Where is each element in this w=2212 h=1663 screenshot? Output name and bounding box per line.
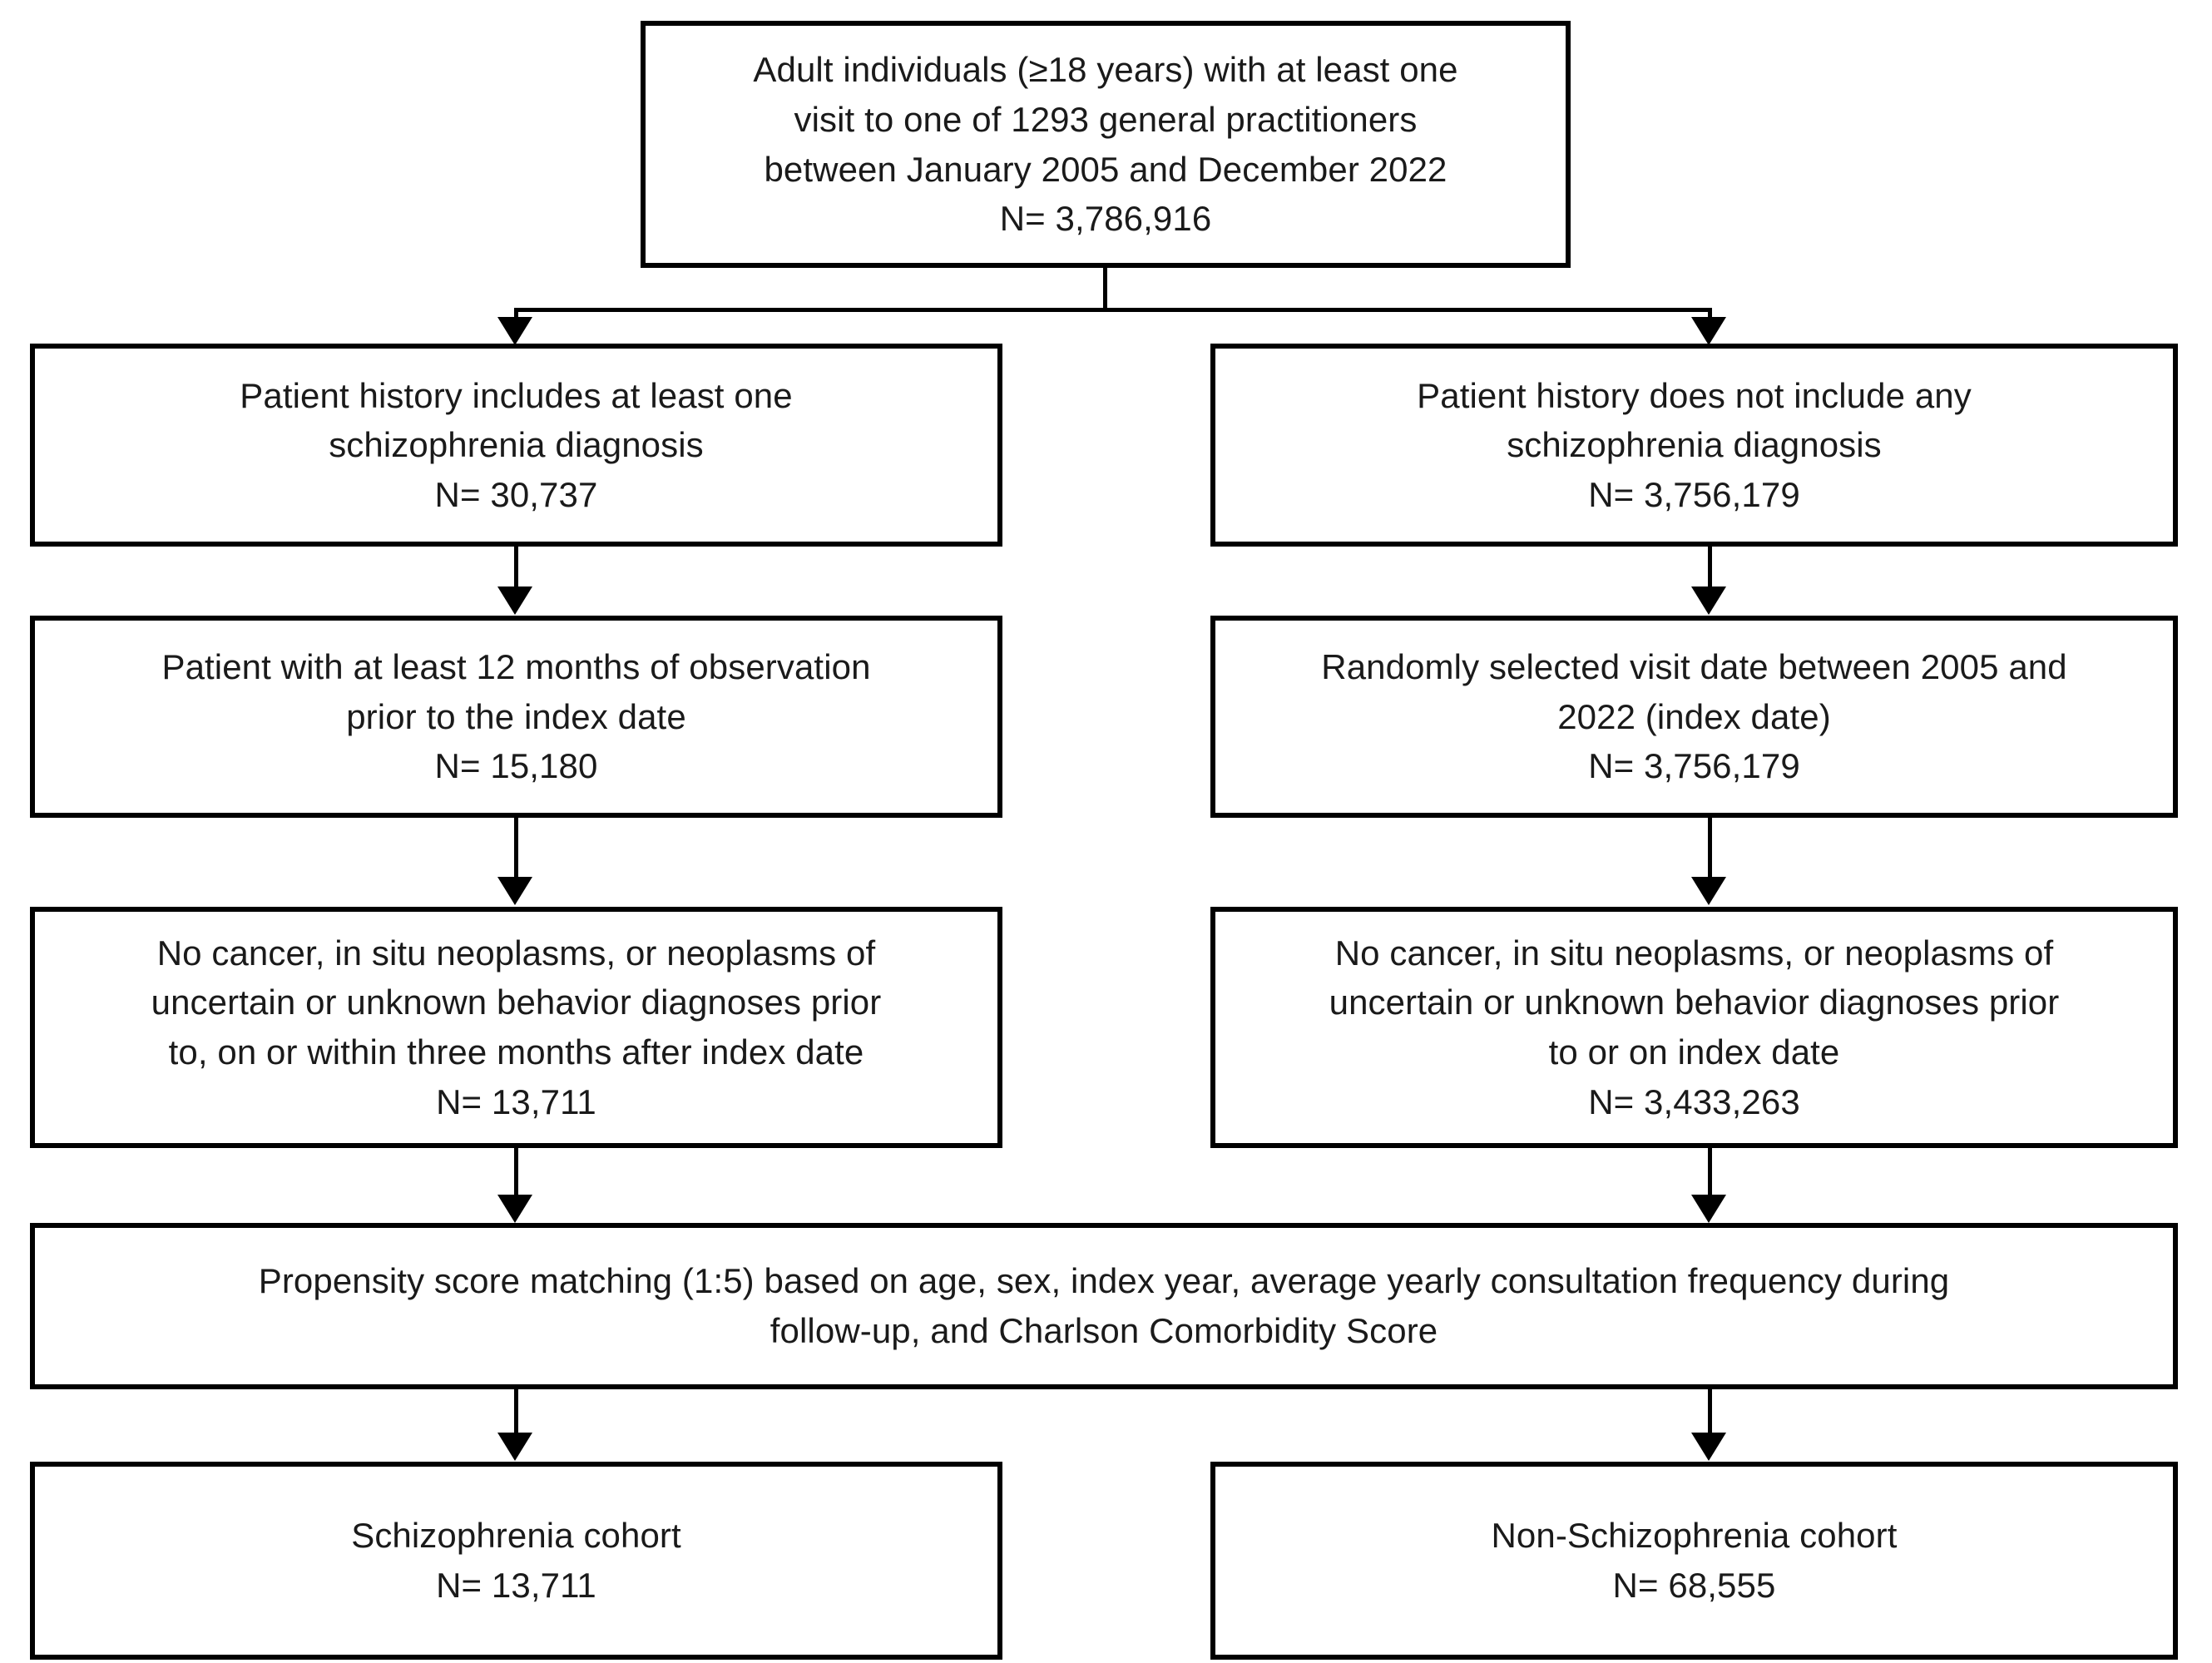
- arrowhead-left-step3: [497, 877, 532, 905]
- arrowhead-right-final: [1691, 1433, 1726, 1461]
- node-left-step3: No cancer, in situ neoplasms, or neoplas…: [30, 907, 1002, 1148]
- arrowhead-left-step2: [497, 587, 532, 615]
- node-right-step1: Patient history does not include any sch…: [1210, 344, 2178, 547]
- node-schizophrenia-cohort: Schizophrenia cohort N= 13,711: [30, 1462, 1002, 1660]
- node-source-population-text: Adult individuals (≥18 years) with at le…: [753, 50, 1458, 239]
- node-left-step2-text: Patient with at least 12 months of obser…: [161, 647, 871, 786]
- node-right-step1-text: Patient history does not include any sch…: [1417, 375, 1972, 514]
- arrowhead-to-left-step1: [497, 317, 532, 345]
- connector-matching-to-left-final: [514, 1389, 518, 1434]
- node-non-schizophrenia-cohort-text: Non-Schizophrenia cohort N= 68,555: [1491, 1516, 1898, 1605]
- node-non-schizophrenia-cohort: Non-Schizophrenia cohort N= 68,555: [1210, 1462, 2178, 1660]
- arrowhead-right-step2: [1691, 587, 1726, 615]
- node-propensity-score-matching: Propensity score matching (1:5) based on…: [30, 1223, 2178, 1389]
- node-source-population: Adult individuals (≥18 years) with at le…: [641, 21, 1571, 268]
- arrowhead-right-step3: [1691, 877, 1726, 905]
- arrowhead-to-right-step1: [1691, 317, 1726, 345]
- connector-split-stem: [1103, 268, 1107, 311]
- connector-right-step1-to-step2: [1708, 547, 1712, 588]
- connector-split-bar: [516, 308, 1712, 312]
- node-right-step3: No cancer, in situ neoplasms, or neoplas…: [1210, 907, 2178, 1148]
- connector-split-right-leg: [1708, 308, 1712, 319]
- node-left-step1: Patient history includes at least one sc…: [30, 344, 1002, 547]
- node-schizophrenia-cohort-text: Schizophrenia cohort N= 13,711: [351, 1516, 681, 1605]
- connector-matching-to-right-final: [1708, 1389, 1712, 1434]
- node-propensity-score-matching-text: Propensity score matching (1:5) based on…: [258, 1261, 1950, 1350]
- connector-left-step3-to-matching: [514, 1148, 518, 1196]
- connector-right-step2-to-step3: [1708, 818, 1712, 879]
- arrowhead-matching-right: [1691, 1195, 1726, 1223]
- node-left-step2: Patient with at least 12 months of obser…: [30, 616, 1002, 818]
- connector-left-step1-to-step2: [514, 547, 518, 588]
- arrowhead-left-final: [497, 1433, 532, 1461]
- node-right-step2-text: Randomly selected visit date between 200…: [1321, 647, 2067, 786]
- connector-right-step3-to-matching: [1708, 1148, 1712, 1196]
- connector-split-left-leg: [514, 308, 518, 319]
- node-right-step3-text: No cancer, in situ neoplasms, or neoplas…: [1329, 933, 2060, 1121]
- arrowhead-matching-left: [497, 1195, 532, 1223]
- connector-left-step2-to-step3: [514, 818, 518, 879]
- node-left-step1-text: Patient history includes at least one sc…: [240, 375, 793, 514]
- node-right-step2: Randomly selected visit date between 200…: [1210, 616, 2178, 818]
- node-left-step3-text: No cancer, in situ neoplasms, or neoplas…: [151, 933, 882, 1121]
